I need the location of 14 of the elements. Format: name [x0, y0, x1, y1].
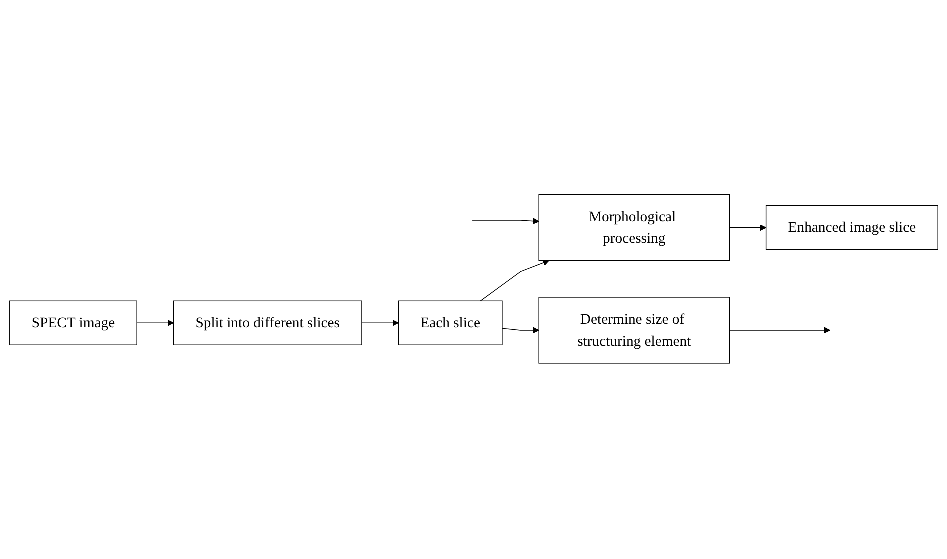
node-box [398, 301, 502, 346]
node-box [538, 194, 730, 262]
flowchart: SPECT image Split into different slices Each slice Morphological processing Enhanced image slice Determine size of structuring element [4, 189, 944, 370]
arrow [480, 260, 549, 302]
arrow [728, 224, 766, 232]
arrow [136, 320, 174, 327]
arrow [728, 328, 830, 334]
arrow [472, 218, 539, 225]
node-box [172, 301, 362, 346]
arrow [502, 328, 539, 334]
node-box [538, 297, 730, 364]
arrow [361, 320, 398, 327]
node-box [9, 301, 137, 346]
node-box [765, 206, 938, 251]
